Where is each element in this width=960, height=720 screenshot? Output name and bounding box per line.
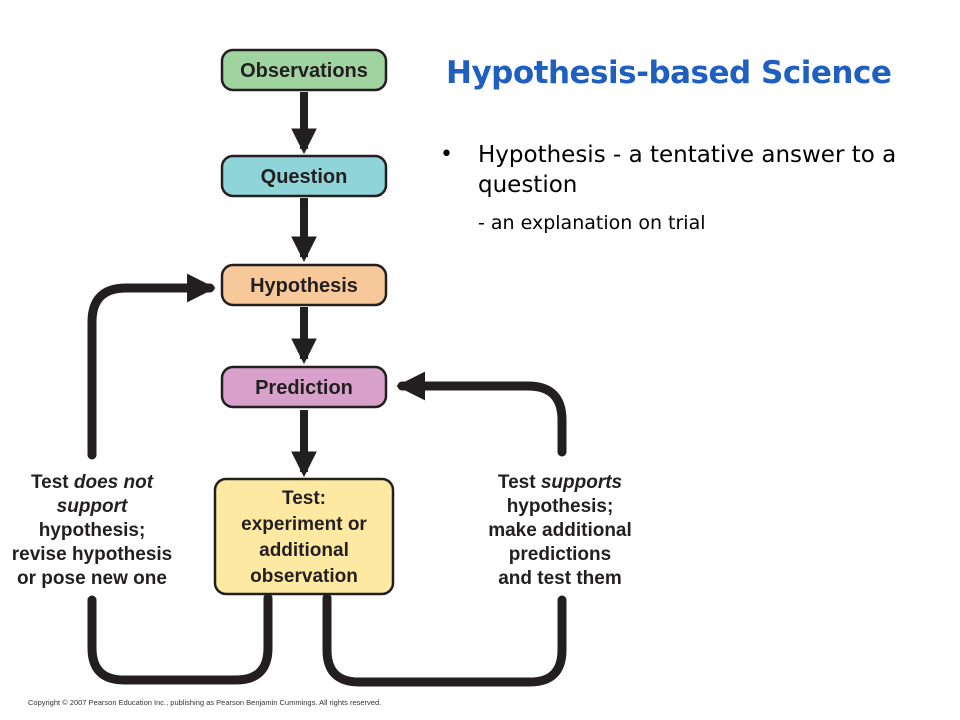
left-label-line-3: hypothesis; [39,520,146,541]
arrow-loop-left-bottom [87,593,273,685]
right-label-line-1b: supports [541,472,622,493]
right-label-line-5: and test them [498,568,622,589]
bullet-item: • Hypothesis - a tentative answer to a q… [440,140,940,200]
bullet-dot-icon: • [440,142,453,167]
left-label-line-4: revise hypothesis [12,544,173,565]
left-label-line-5: or pose new one [17,568,167,589]
svg-text:Test does not: Test does not [31,472,154,493]
left-label-line-2: support [57,496,128,517]
right-label-line-4: predictions [509,544,611,565]
right-label-line-3: make additional [488,520,632,541]
right-label-line-2: hypothesis; [507,496,614,517]
svg-text:Test supports: Test supports [498,472,622,493]
box-hypothesis-label: Hypothesis [250,275,358,297]
slide-title: Hypothesis-based Science [446,55,892,91]
label-test-supports: Test supports hypothesis; make additiona… [488,472,632,589]
right-label-line-1a: Test [498,472,541,493]
box-observations: Observations [220,48,388,92]
arrow-loop-right-bottom [322,593,567,687]
left-label-line-1a: Test [31,472,74,493]
box-test-line-2: experiment or [241,514,367,535]
box-test: Test: experiment or additional observati… [213,477,395,596]
box-prediction: Prediction [220,365,388,409]
arrow-loop-left-top [87,273,216,460]
copyright-notice: Copyright © 2007 Pearson Education Inc.,… [28,698,382,707]
arrow-loop-right-top [396,371,567,457]
box-prediction-label: Prediction [255,377,353,399]
bullet-text: Hypothesis - a tentative answer to a que… [478,142,897,198]
left-label-line-1b: does not [74,472,154,493]
box-test-line-3: additional [259,540,349,561]
box-test-line-1: Test: [282,488,326,509]
box-observations-label: Observations [240,60,368,82]
label-test-does-not-support: Test does not support hypothesis; revise… [12,472,173,589]
bullet-subtext: - an explanation on trial [478,212,706,234]
box-hypothesis: Hypothesis [220,263,388,307]
box-test-line-4: observation [250,566,358,587]
box-question-label: Question [261,166,348,188]
bullet-block: • Hypothesis - a tentative answer to a q… [440,140,940,236]
box-question: Question [220,154,388,198]
